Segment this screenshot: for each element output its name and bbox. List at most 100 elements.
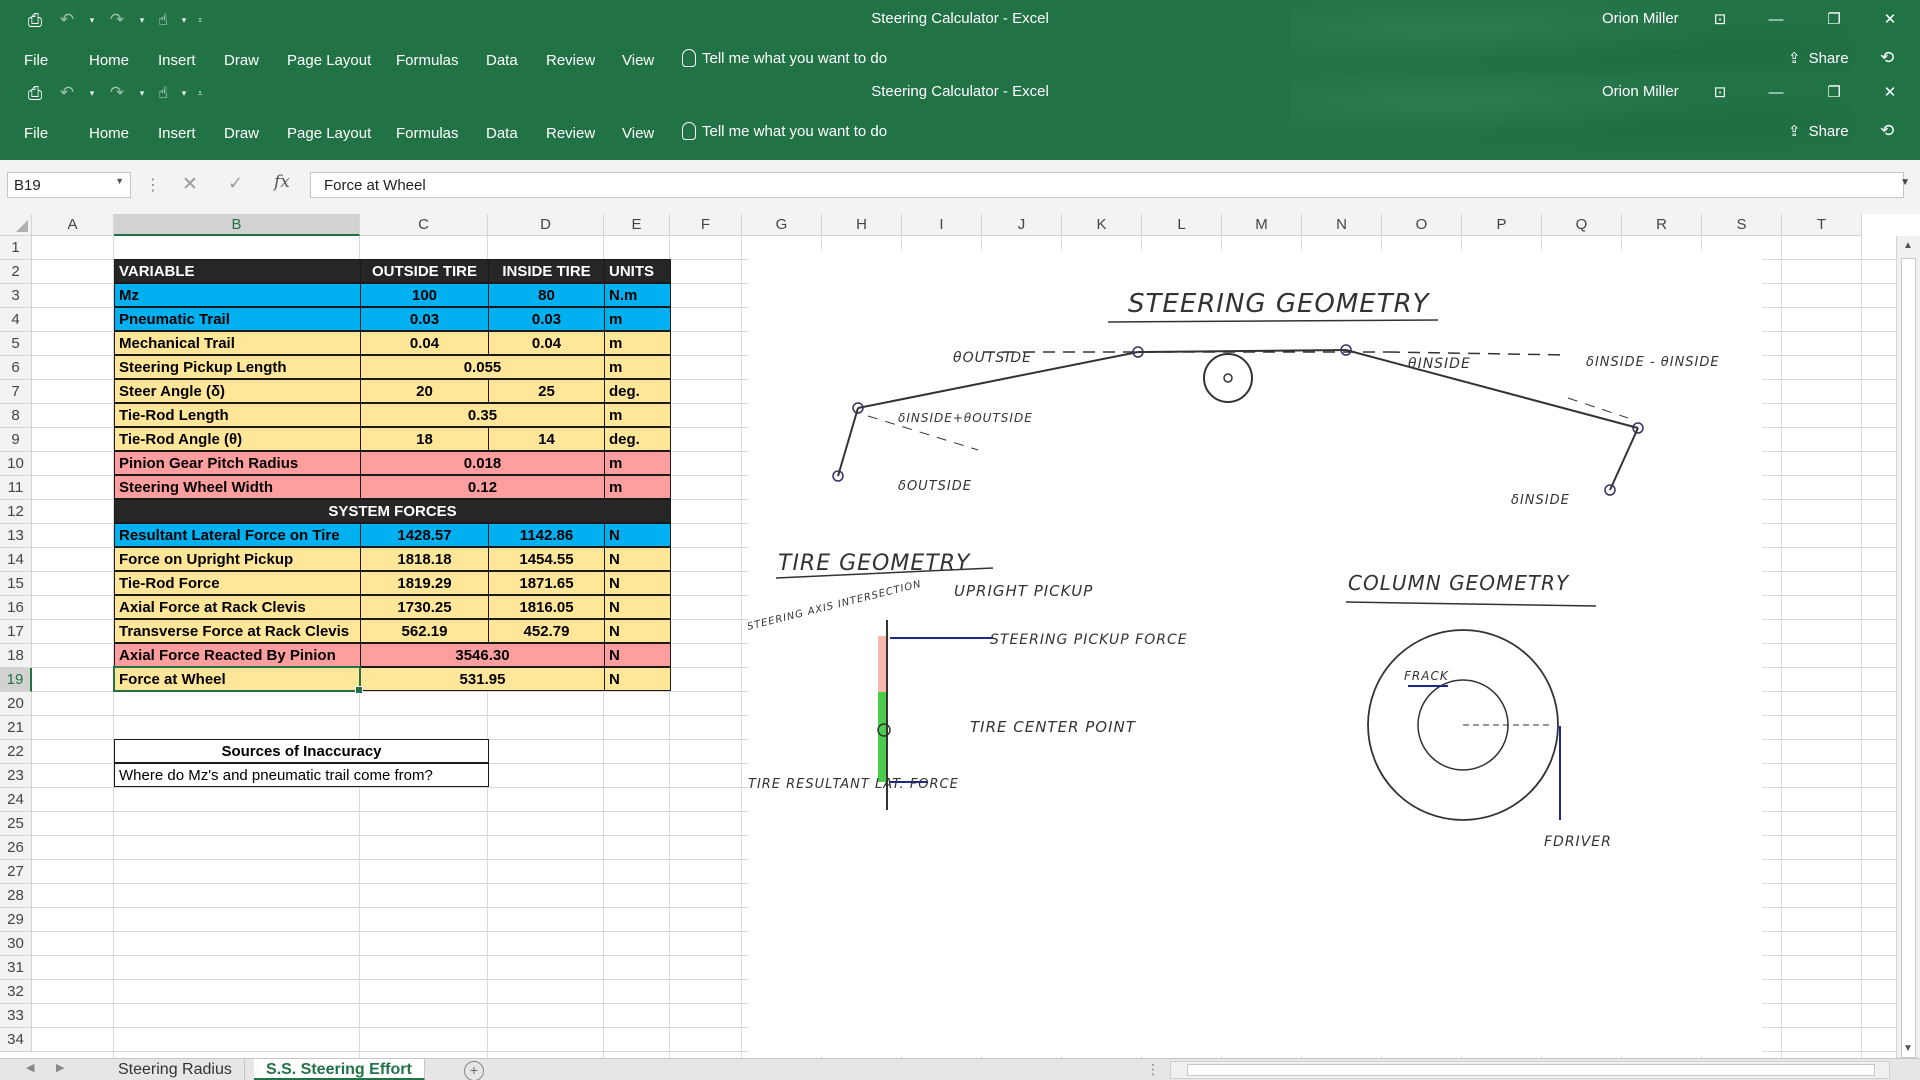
variable-label-cell[interactable]: Pneumatic Trail	[114, 307, 361, 331]
tab-data[interactable]: Data	[486, 51, 518, 69]
touch-dropdown-icon[interactable]: ▾	[181, 87, 187, 98]
row-header-12[interactable]: 12	[0, 500, 32, 524]
outside-tire-value-cell[interactable]: 18	[360, 427, 489, 451]
variable-label-cell[interactable]: Resultant Lateral Force on Tire	[114, 523, 361, 547]
column-header-j[interactable]: J	[982, 214, 1062, 236]
row-header-22[interactable]: 22	[0, 740, 32, 764]
undo-dropdown-icon[interactable]: ▾	[89, 87, 95, 98]
row-header-19[interactable]: 19	[0, 668, 32, 692]
merged-value-cell[interactable]: 0.018	[360, 451, 605, 475]
table-header-cell[interactable]: INSIDE TIRE	[488, 259, 605, 283]
column-header-o[interactable]: O	[1382, 214, 1462, 236]
horizontal-scrollbar[interactable]	[1170, 1061, 1890, 1079]
row-header-13[interactable]: 13	[0, 524, 32, 548]
confirm-entry-icon[interactable]: ✓	[228, 173, 244, 193]
user-name[interactable]: Orion Miller	[1602, 83, 1679, 100]
outside-tire-value-cell[interactable]: 0.03	[360, 307, 489, 331]
outside-tire-value-cell[interactable]: 1428.57	[360, 523, 489, 547]
unit-cell[interactable]: m	[604, 475, 671, 499]
row-header-6[interactable]: 6	[0, 356, 32, 380]
column-header-h[interactable]: H	[822, 214, 902, 236]
share-button[interactable]: ⇪ Share	[1788, 122, 1849, 141]
unit-cell[interactable]: N	[604, 595, 671, 619]
row-header-31[interactable]: 31	[0, 956, 32, 980]
tab-home[interactable]: Home	[89, 124, 130, 142]
restore-icon[interactable]: ❐	[1827, 11, 1841, 28]
touch-dropdown-icon[interactable]: ▾	[181, 14, 187, 25]
variable-label-cell[interactable]: Steer Angle (δ)	[114, 379, 361, 403]
customize-qat-icon[interactable]: ⩡	[197, 14, 203, 25]
vertical-scroll-thumb[interactable]	[1901, 258, 1916, 1058]
outside-tire-value-cell[interactable]: 0.04	[360, 331, 489, 355]
row-header-29[interactable]: 29	[0, 908, 32, 932]
variable-label-cell[interactable]: Mz	[114, 283, 361, 307]
table-header-cell[interactable]: OUTSIDE TIRE	[360, 259, 489, 283]
sheet-tab-ss-steering-effort[interactable]: S.S. Steering Effort	[254, 1059, 425, 1080]
merged-value-cell[interactable]: 3546.30	[360, 643, 605, 667]
variable-label-cell[interactable]: Pinion Gear Pitch Radius	[114, 451, 361, 475]
inside-tire-value-cell[interactable]: 80	[488, 283, 605, 307]
table-header-cell[interactable]: UNITS	[604, 259, 671, 283]
row-header-32[interactable]: 32	[0, 980, 32, 1004]
insert-function-icon[interactable]: fx	[274, 172, 290, 192]
unit-cell[interactable]: N	[604, 523, 671, 547]
tab-formulas[interactable]: Formulas	[396, 124, 459, 142]
column-header-b[interactable]: B	[114, 214, 360, 236]
column-header-k[interactable]: K	[1062, 214, 1142, 236]
tab-split-grip-icon[interactable]: ⋮	[1146, 1061, 1160, 1077]
expand-formula-bar-icon[interactable]: ▼	[1900, 177, 1910, 188]
undo-dropdown-icon[interactable]: ▾	[89, 14, 95, 25]
redo-dropdown-icon[interactable]: ▾	[139, 87, 145, 98]
unit-cell[interactable]: m	[604, 307, 671, 331]
inaccuracy-title-cell[interactable]: Sources of Inaccuracy	[114, 739, 489, 763]
undo-icon[interactable]: ↶	[59, 83, 75, 102]
outside-tire-value-cell[interactable]: 1818.18	[360, 547, 489, 571]
column-header-n[interactable]: N	[1302, 214, 1382, 236]
tab-review[interactable]: Review	[546, 51, 596, 69]
outside-tire-value-cell[interactable]: 1730.25	[360, 595, 489, 619]
prev-sheet-icon[interactable]: ◀	[26, 1062, 35, 1074]
sheet-tab-steering-radius[interactable]: Steering Radius	[106, 1059, 245, 1080]
column-header-s[interactable]: S	[1702, 214, 1782, 236]
chevron-down-icon[interactable]: ▼	[115, 176, 124, 186]
column-header-t[interactable]: T	[1782, 214, 1862, 236]
tab-formulas[interactable]: Formulas	[396, 51, 459, 69]
row-header-1[interactable]: 1	[0, 236, 32, 260]
column-header-e[interactable]: E	[604, 214, 670, 236]
row-header-16[interactable]: 16	[0, 596, 32, 620]
tab-review[interactable]: Review	[546, 124, 596, 142]
add-sheet-icon[interactable]: +	[464, 1061, 484, 1080]
row-header-9[interactable]: 9	[0, 428, 32, 452]
restore-icon[interactable]: ❐	[1827, 84, 1841, 101]
row-header-15[interactable]: 15	[0, 572, 32, 596]
row-header-23[interactable]: 23	[0, 764, 32, 788]
user-name[interactable]: Orion Miller	[1602, 10, 1679, 27]
table-header-cell[interactable]: VARIABLE	[114, 259, 361, 283]
variable-label-cell[interactable]: Force at Wheel	[114, 667, 361, 691]
unit-cell[interactable]: N	[604, 643, 671, 667]
unit-cell[interactable]: m	[604, 403, 671, 427]
close-icon[interactable]: ✕	[1883, 84, 1897, 101]
tab-page-layout[interactable]: Page Layout	[287, 51, 372, 69]
unit-cell[interactable]: deg.	[604, 427, 671, 451]
variable-label-cell[interactable]: Steering Wheel Width	[114, 475, 361, 499]
row-header-20[interactable]: 20	[0, 692, 32, 716]
unit-cell[interactable]: m	[604, 355, 671, 379]
column-header-l[interactable]: L	[1142, 214, 1222, 236]
scroll-up-icon[interactable]: ▲	[1903, 240, 1913, 251]
inside-tire-value-cell[interactable]: 25	[488, 379, 605, 403]
row-header-28[interactable]: 28	[0, 884, 32, 908]
unit-cell[interactable]: N	[604, 667, 671, 691]
variable-label-cell[interactable]: Axial Force Reacted By Pinion	[114, 643, 361, 667]
row-header-26[interactable]: 26	[0, 836, 32, 860]
inside-tire-value-cell[interactable]: 1871.65	[488, 571, 605, 595]
variable-label-cell[interactable]: Mechanical Trail	[114, 331, 361, 355]
touch-mode-icon[interactable]: ☝	[158, 12, 168, 29]
customize-qat-icon[interactable]: ⩡	[197, 87, 203, 98]
tab-view[interactable]: View	[622, 124, 655, 142]
unit-cell[interactable]: N	[604, 547, 671, 571]
unit-cell[interactable]: N.m	[604, 283, 671, 307]
merged-value-cell[interactable]: 0.055	[360, 355, 605, 379]
column-header-q[interactable]: Q	[1542, 214, 1622, 236]
